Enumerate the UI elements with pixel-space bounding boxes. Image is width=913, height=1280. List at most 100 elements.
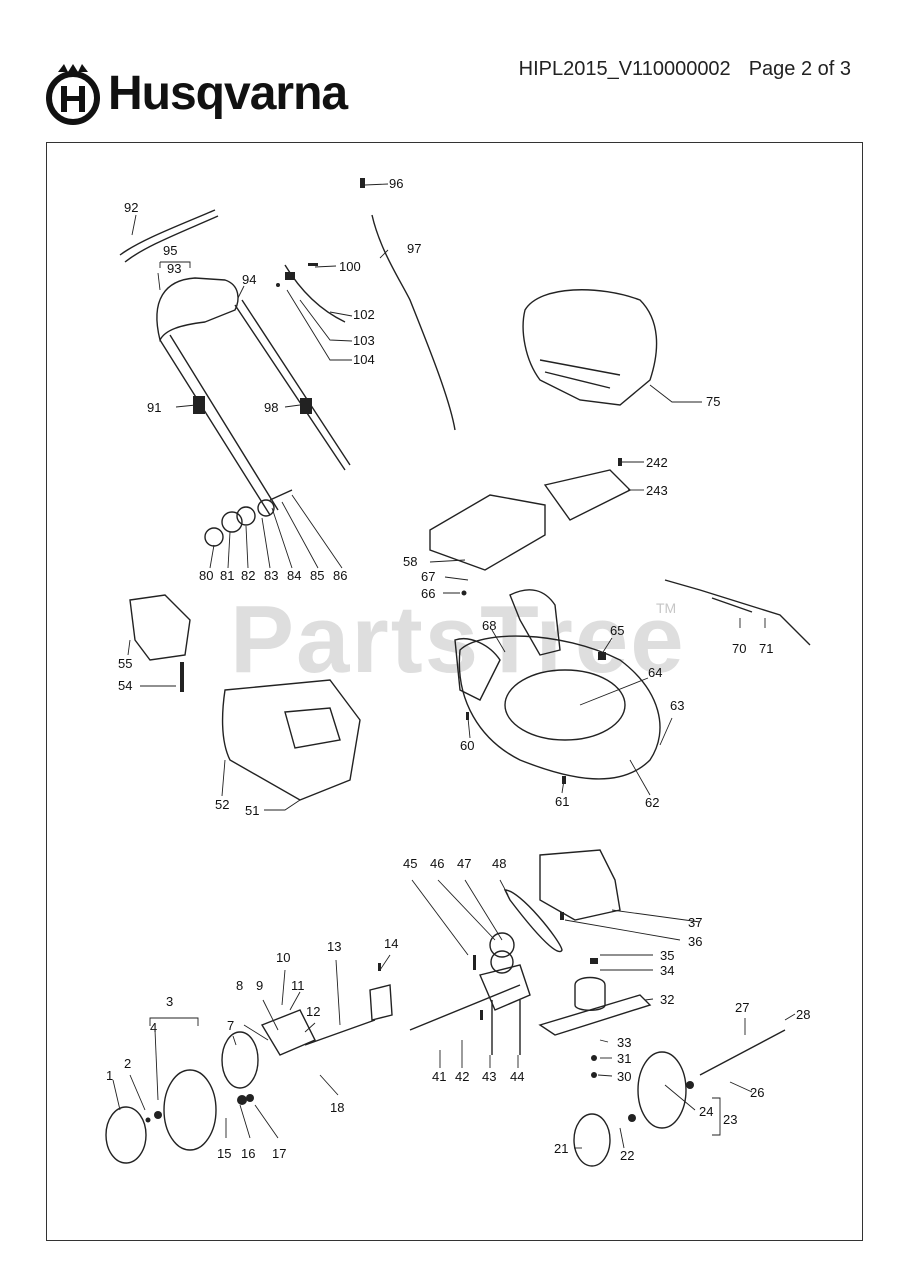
part-label-94: 94 [242, 272, 256, 287]
part-label-242: 242 [646, 455, 668, 470]
part-label-52: 52 [215, 797, 229, 812]
part-label-23: 23 [723, 1112, 737, 1127]
gear-7 [221, 1031, 259, 1089]
part-label-41: 41 [432, 1069, 446, 1084]
part-label-14: 14 [384, 936, 398, 951]
part-label-26: 26 [750, 1085, 764, 1100]
part-label-97: 97 [407, 241, 421, 256]
part-label-95: 95 [163, 243, 177, 258]
diagram-frame [46, 142, 863, 1241]
crown-h-logo-icon [46, 64, 100, 125]
part-label-243: 243 [646, 483, 668, 498]
part-label-70: 70 [732, 641, 746, 656]
rear-axle-71 [664, 579, 811, 646]
part-label-47: 47 [457, 856, 471, 871]
part-label-98: 98 [264, 400, 278, 415]
cable-97 [371, 214, 456, 431]
part-label-62: 62 [645, 795, 659, 810]
document-id: HIPL2015_V110000002 [518, 58, 731, 80]
part-label-21: 21 [554, 1141, 568, 1156]
part-label-10: 10 [276, 950, 290, 965]
drive-shaft-41 [409, 984, 521, 1031]
part-label-2: 2 [124, 1056, 131, 1071]
part-label-30: 30 [617, 1069, 631, 1084]
part-label-60: 60 [460, 738, 474, 753]
part-label-71: 71 [759, 641, 773, 656]
spring-70 [711, 597, 753, 613]
part-label-4: 4 [150, 1020, 157, 1035]
part-label-100: 100 [339, 259, 361, 274]
bolt-86 [269, 489, 293, 501]
blade-32 [538, 994, 652, 1036]
part-label-28: 28 [796, 1007, 810, 1022]
part-label-96: 96 [389, 176, 403, 191]
part-label-84: 84 [287, 568, 301, 583]
part-label-15: 15 [217, 1146, 231, 1161]
part-label-68: 68 [482, 618, 496, 633]
part-label-27: 27 [735, 1000, 749, 1015]
pulley-46 [489, 932, 515, 958]
part-label-32: 32 [660, 992, 674, 1007]
knob-80 [204, 527, 224, 547]
part-label-65: 65 [610, 623, 624, 638]
part-label-31: 31 [617, 1051, 631, 1066]
part-label-80: 80 [199, 568, 213, 583]
belt-48 [503, 889, 563, 953]
mower-deck-63 [458, 635, 661, 780]
part-label-103: 103 [353, 333, 375, 348]
part-label-86: 86 [333, 568, 347, 583]
part-label-48: 48 [492, 856, 506, 871]
catcher-cover-58 [429, 494, 546, 571]
part-label-54: 54 [118, 678, 132, 693]
part-label-58: 58 [403, 554, 417, 569]
part-label-8: 8 [236, 978, 243, 993]
part-label-36: 36 [688, 934, 702, 949]
discharge-cover-55 [129, 594, 191, 661]
part-label-44: 44 [510, 1069, 524, 1084]
front-axle-27 [699, 1029, 786, 1076]
part-label-104: 104 [353, 352, 375, 367]
upper-handle [156, 277, 239, 343]
engine-75 [522, 289, 658, 406]
watermark-trademark: TM [656, 600, 677, 616]
part-label-46: 46 [430, 856, 444, 871]
part-label-34: 34 [660, 963, 674, 978]
part-label-66: 66 [421, 586, 435, 601]
part-label-92: 92 [124, 200, 138, 215]
height-lever-13 [304, 1019, 376, 1046]
part-number-labels: 1 2 3 4 7 8 9 10 11 12 13 14 15 16 17 18… [106, 176, 810, 1163]
part-label-45: 45 [403, 856, 417, 871]
blade-adapter-34 [574, 976, 606, 1011]
knob-82 [236, 506, 256, 526]
handle-bar-left [159, 334, 279, 516]
document-reference: HIPL2015_V110000002 Page 2 of 3 [519, 58, 851, 81]
part-label-81: 81 [220, 568, 234, 583]
part-label-42: 42 [455, 1069, 469, 1084]
rear-bracket-68 [454, 638, 501, 701]
part-label-82: 82 [241, 568, 255, 583]
wheel-4 [163, 1069, 217, 1151]
gearbox [479, 964, 531, 1011]
part-label-51: 51 [245, 803, 259, 818]
hubcap-1 [105, 1106, 147, 1164]
page-info: Page 2 of 3 [748, 58, 851, 80]
part-label-3: 3 [166, 994, 173, 1009]
part-label-16: 16 [241, 1146, 255, 1161]
part-label-33: 33 [617, 1035, 631, 1050]
part-label-67: 67 [421, 569, 435, 584]
part-label-102: 102 [353, 307, 375, 322]
deflector-37 [539, 849, 621, 921]
brand-logo: Husqvarna [44, 62, 348, 126]
part-label-91: 91 [147, 400, 161, 415]
part-label-75: 75 [706, 394, 720, 409]
pulley-47 [490, 950, 514, 974]
washer-83 [257, 499, 275, 517]
part-label-37: 37 [688, 915, 702, 930]
part-label-63: 63 [670, 698, 684, 713]
part-label-13: 13 [327, 939, 341, 954]
part-label-83: 83 [264, 568, 278, 583]
part-label-85: 85 [310, 568, 324, 583]
hubcap-21 [573, 1113, 611, 1167]
handle-bar-right [234, 299, 351, 471]
